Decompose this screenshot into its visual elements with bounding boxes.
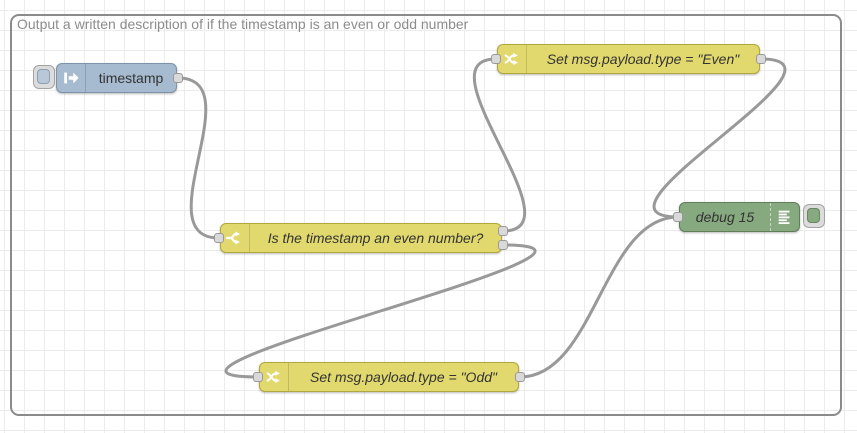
input-port[interactable]	[673, 212, 683, 222]
change-shuffle-icon	[260, 363, 289, 391]
node-change-even[interactable]: Set msg.payload.type = "Even"	[491, 44, 766, 74]
input-port[interactable]	[214, 233, 224, 243]
wire-change_odd-to-debug[interactable]	[518, 215, 680, 379]
node-inject-timestamp[interactable]: timestamp	[33, 63, 183, 93]
debug-toggle-button[interactable]	[803, 204, 825, 228]
flow-comment[interactable]: Output a written description of if the t…	[17, 16, 469, 32]
wire-switch-to-change_even[interactable]	[472, 57, 527, 233]
node-label: Is the timestamp an even number?	[267, 230, 484, 246]
switch-icon	[221, 224, 250, 252]
node-label: timestamp	[98, 70, 164, 86]
node-label: Set msg.payload.type = "Odd"	[310, 369, 497, 385]
output-port-1[interactable]	[498, 240, 508, 250]
input-port[interactable]	[253, 372, 263, 382]
change-shuffle-icon	[498, 45, 527, 73]
wire-change_even-to-debug[interactable]	[652, 57, 787, 219]
output-port-0[interactable]	[498, 226, 508, 236]
output-port[interactable]	[756, 54, 766, 64]
node-label: debug 15	[695, 209, 755, 225]
wire-switch-to-change_odd[interactable]	[224, 243, 537, 379]
inject-arrow-icon	[57, 64, 86, 92]
inject-button-face[interactable]	[37, 69, 50, 84]
output-port[interactable]	[515, 372, 525, 382]
node-debug[interactable]: debug 15	[673, 202, 825, 232]
debug-button-face[interactable]	[807, 208, 820, 223]
node-change-odd[interactable]: Set msg.payload.type = "Odd"	[253, 362, 525, 392]
wire-inject-to-switch[interactable]	[176, 76, 221, 240]
output-port[interactable]	[173, 73, 183, 83]
node-label: Set msg.payload.type = "Even"	[546, 51, 740, 67]
inject-button[interactable]	[33, 65, 55, 89]
input-port[interactable]	[491, 54, 501, 64]
node-switch[interactable]: Is the timestamp an even number?	[214, 223, 508, 253]
debug-output-icon	[770, 203, 799, 231]
